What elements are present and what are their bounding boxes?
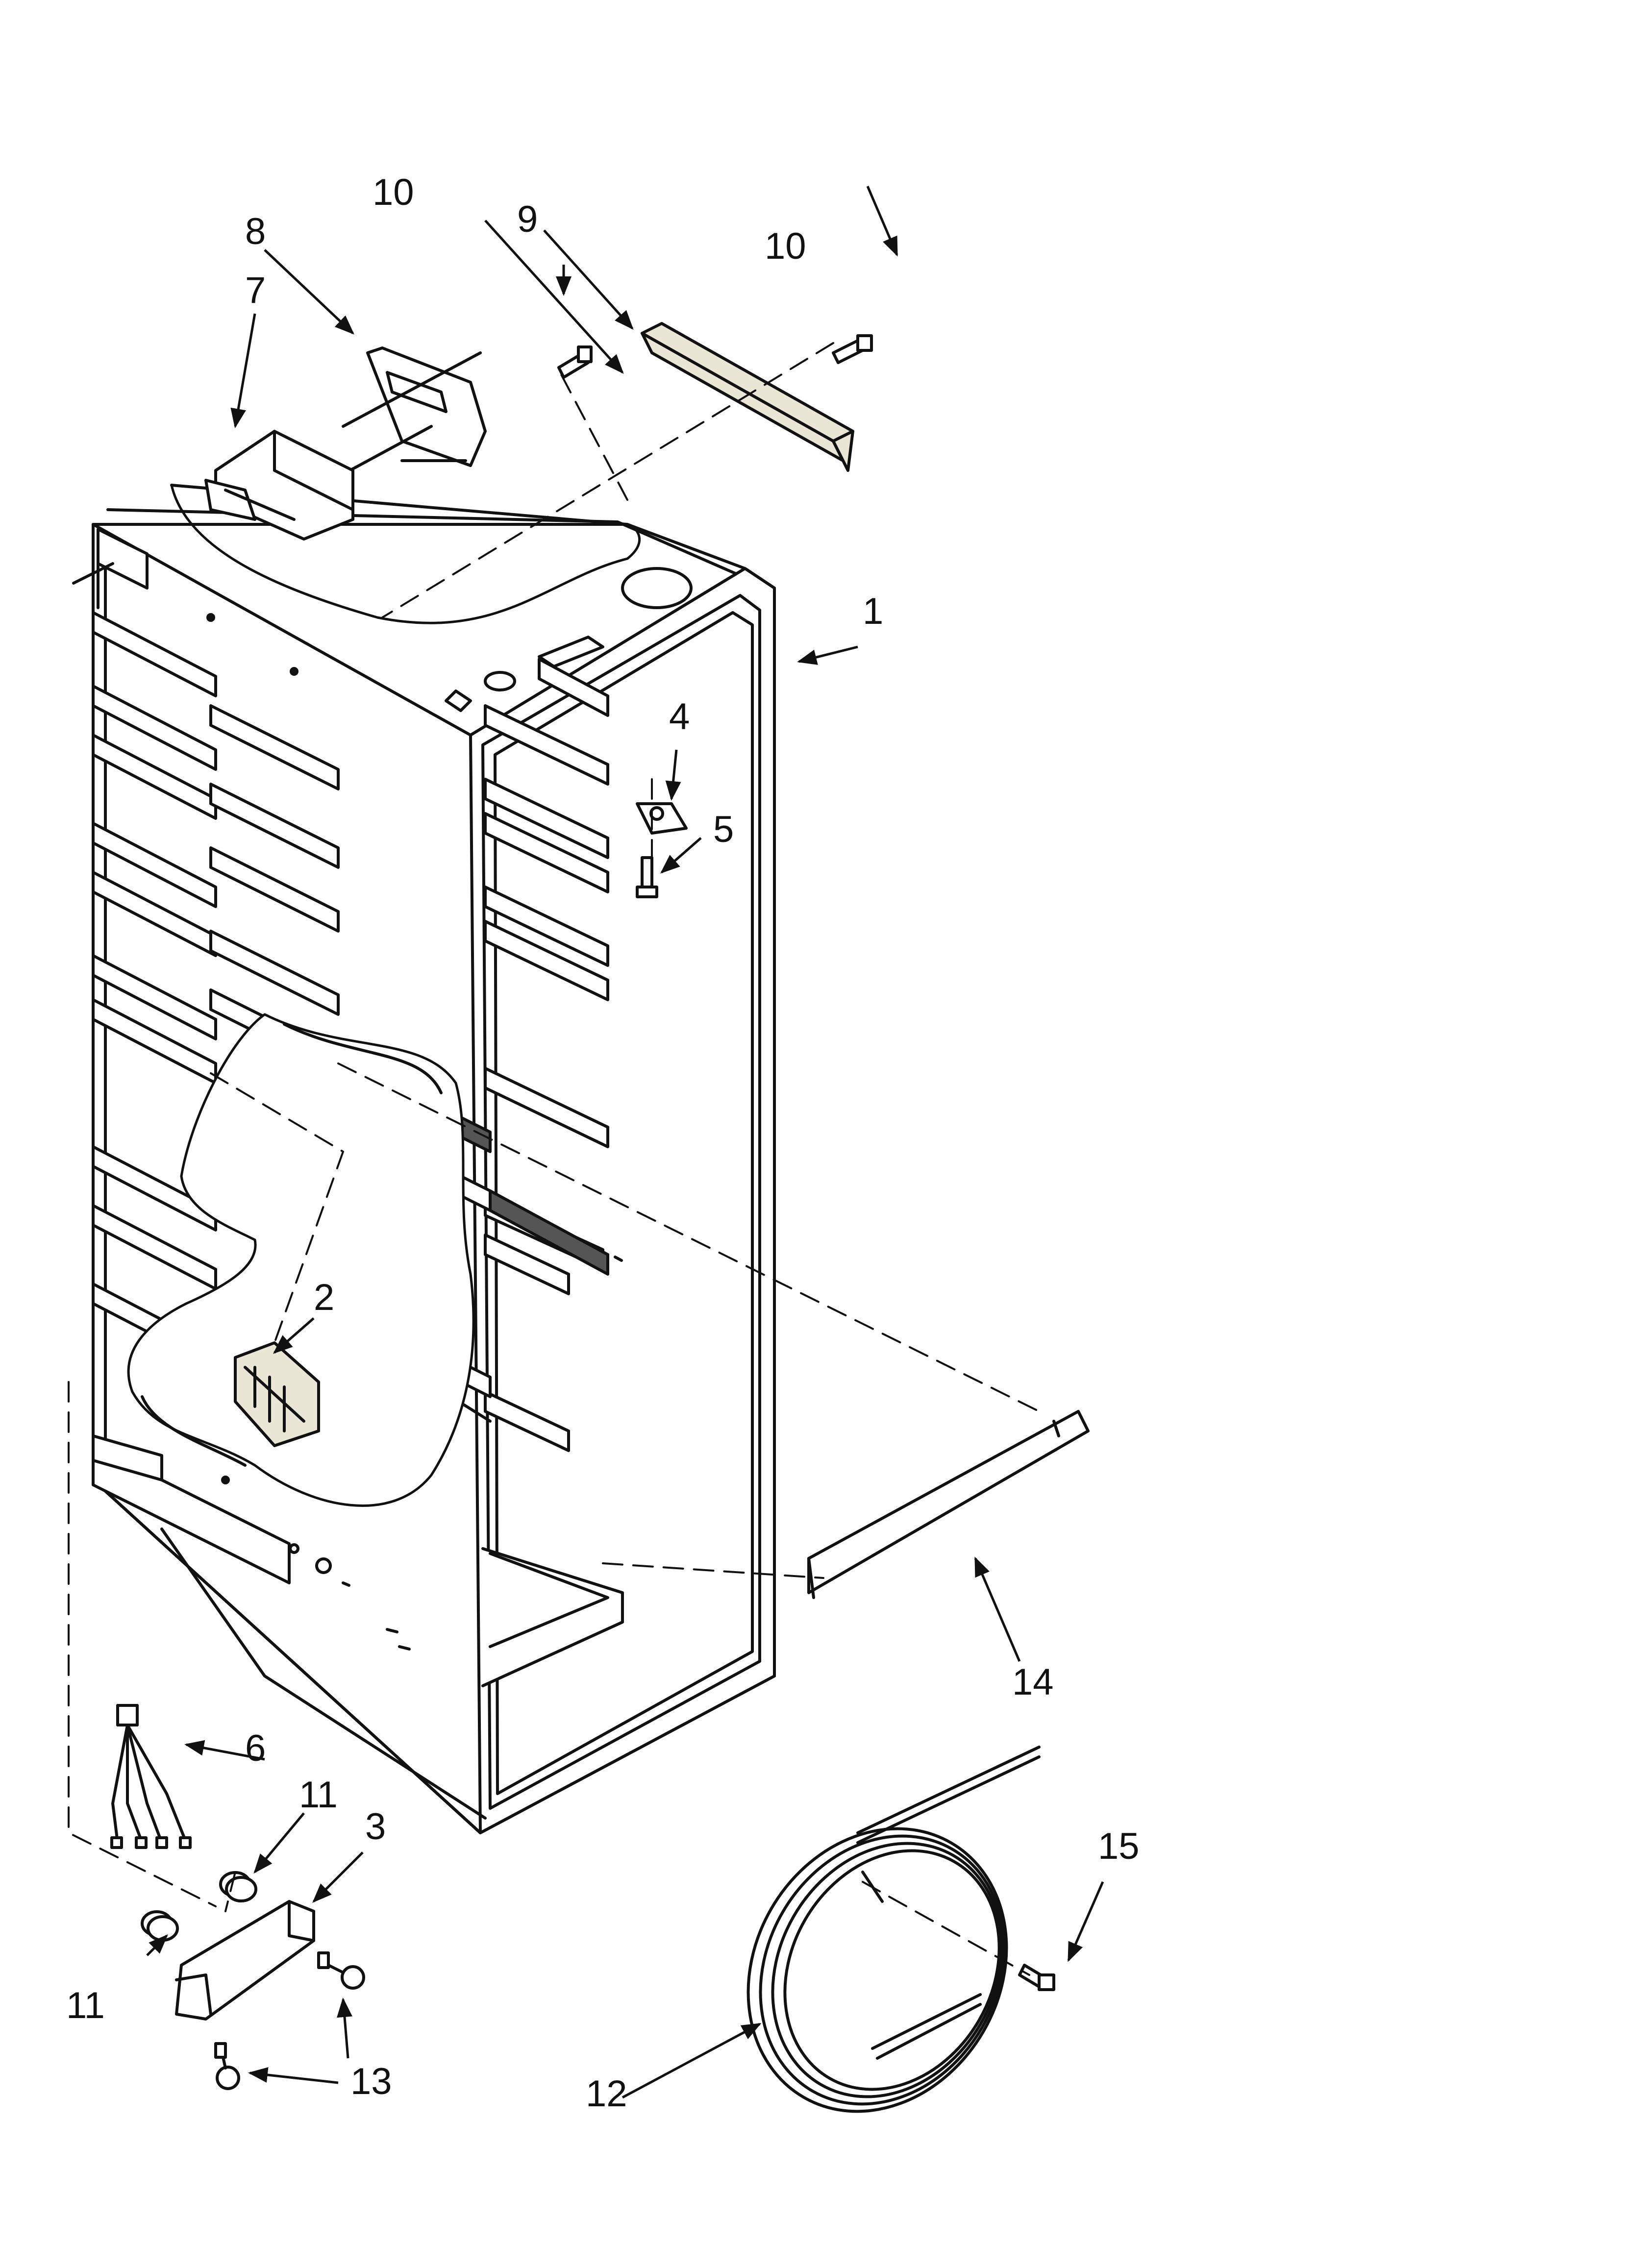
screw-part-10-right (832, 334, 873, 364)
callout-11-upper: 11 (299, 1774, 338, 1816)
callout-11-lower: 11 (66, 1985, 105, 2026)
lamp-housing-part-3 (175, 1900, 315, 2021)
callout-3: 3 (365, 1806, 386, 1848)
cabinet-liner (72, 484, 776, 1834)
tubing-coil-part-12 (746, 1746, 1041, 2113)
callout-4: 4 (669, 696, 690, 738)
callout-12: 12 (586, 2073, 627, 2115)
callout-15: 15 (1098, 1825, 1140, 1867)
lamp-part-11-lower (141, 1910, 179, 1942)
screw-part-10-left (557, 345, 593, 379)
bracket-part-8 (312, 346, 487, 492)
fastener-part-13-right (317, 1951, 365, 1990)
control-housing-part-7 (204, 430, 354, 541)
callout-8: 8 (245, 211, 266, 252)
lamp-part-11-upper (219, 1871, 257, 1902)
callout-7: 7 (245, 270, 266, 311)
wire-harness-part-6 (110, 1704, 192, 1849)
callout-9: 9 (517, 198, 538, 240)
callout-10-left: 10 (373, 172, 414, 213)
top-rail-part-9 (641, 322, 854, 472)
callout-13: 13 (350, 2061, 392, 2102)
screw-part-5 (636, 856, 658, 898)
callout-10-right: 10 (765, 225, 806, 267)
clip-part-4 (636, 802, 688, 835)
callout-2: 2 (314, 1277, 335, 1318)
fastener-part-13-lower (214, 2042, 240, 2090)
shelf-rails-right (484, 658, 609, 1452)
callout-6: 6 (245, 1727, 266, 1769)
deflector-part-14 (807, 1410, 1090, 1599)
screw-part-15 (1018, 1964, 1055, 1991)
callout-1: 1 (863, 591, 884, 632)
callout-14: 14 (1012, 1661, 1054, 1703)
callout-5: 5 (713, 809, 734, 850)
